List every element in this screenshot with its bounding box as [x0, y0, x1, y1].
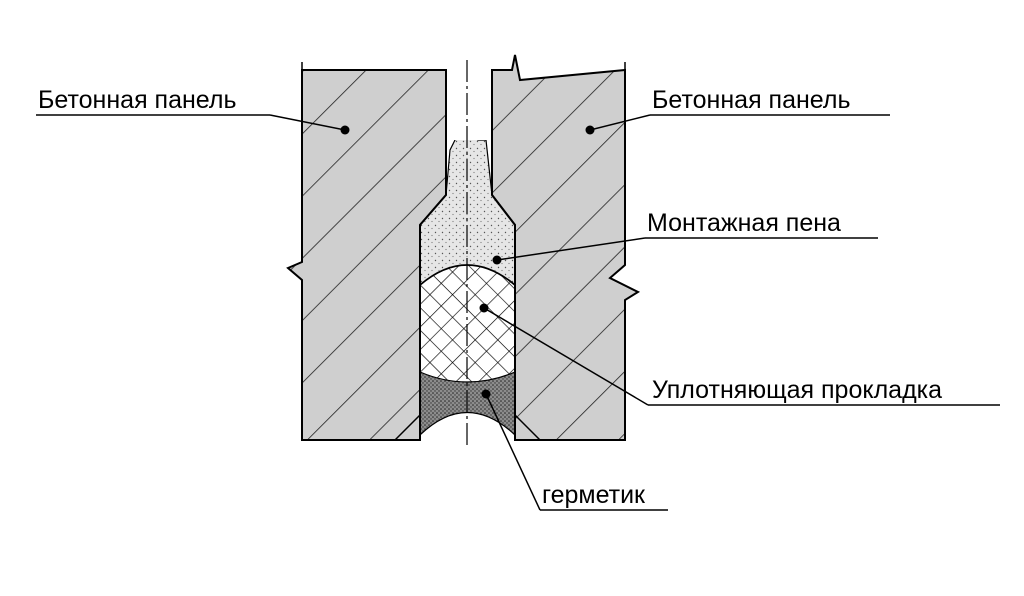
leader-left-panel: [269, 114, 346, 131]
leader-sealant-dot: [481, 389, 491, 399]
label-foam: Монтажная пена: [647, 209, 841, 237]
leader-right-panel-dot: [585, 125, 595, 135]
leader-foam: [496, 237, 646, 261]
leader-gasket-dot: [479, 303, 489, 313]
bottom-notch: [394, 414, 541, 441]
joint-wall-right: [491, 70, 516, 440]
leader-right-panel: [589, 114, 651, 131]
label-panel-right: Бетонная панель: [652, 86, 851, 114]
leader-sealant: [485, 393, 541, 511]
leader-gasket: [483, 307, 649, 406]
label-gasket: Уплотняющая прокладка: [652, 376, 942, 404]
leader-left-panel-dot: [340, 125, 350, 135]
label-sealant: герметик: [542, 481, 646, 509]
joint-wall-left: [419, 70, 447, 440]
label-panel-left: Бетонная панель: [38, 86, 237, 114]
leader-foam-dot: [492, 255, 502, 265]
